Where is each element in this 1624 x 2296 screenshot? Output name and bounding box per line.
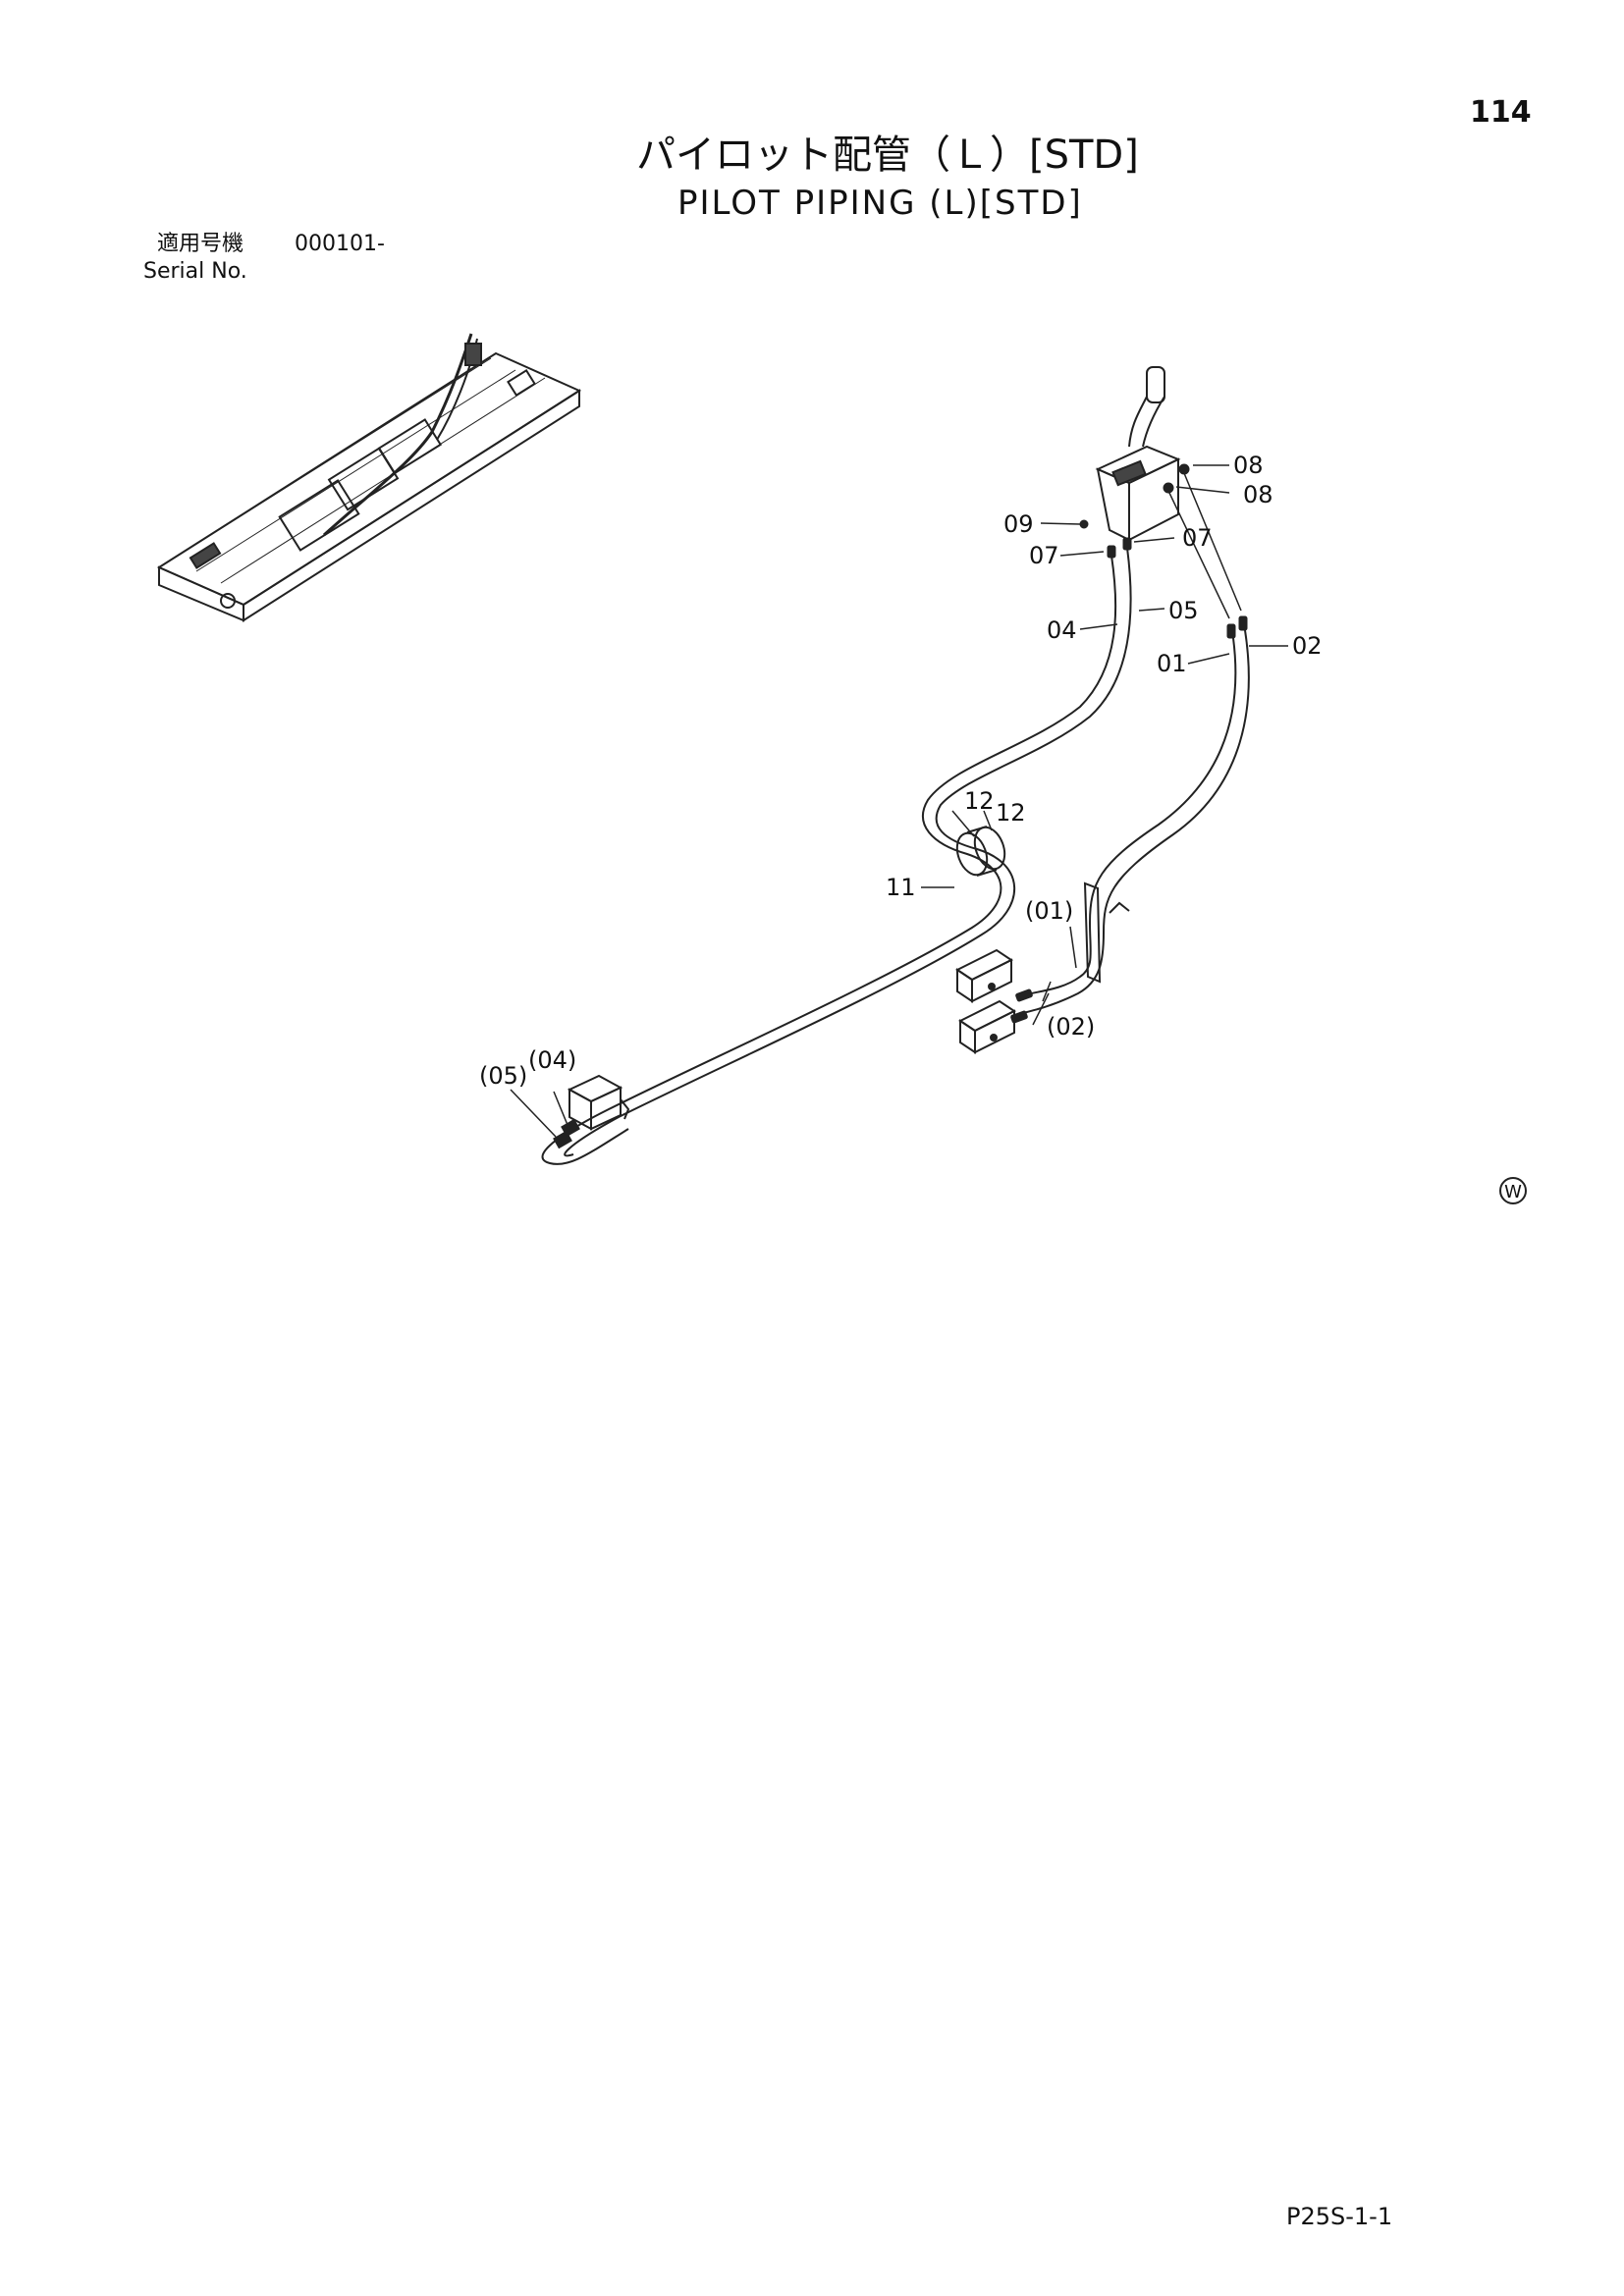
callout-02: 02 bbox=[1292, 632, 1323, 660]
serial-label-english: Serial No. bbox=[143, 259, 247, 284]
mark-letter: W bbox=[1504, 1182, 1522, 1202]
callout-11: 11 bbox=[886, 874, 916, 901]
callout-05-ref: (05) bbox=[479, 1062, 527, 1090]
callout-08-upper: 08 bbox=[1233, 452, 1264, 479]
bracket-fittings bbox=[1010, 988, 1033, 1024]
valve-fittings bbox=[1079, 463, 1248, 639]
callout-12-left: 12 bbox=[964, 787, 995, 815]
title-english: PILOT PIPING (L)[STD] bbox=[677, 184, 1083, 223]
callout-08-lower: 08 bbox=[1243, 481, 1273, 508]
pilot-hoses bbox=[541, 472, 1250, 1165]
serial-label-japanese: 適用号機 bbox=[157, 232, 244, 256]
pilot-control-lever bbox=[1095, 366, 1181, 542]
diagram-code: P25S-1-1 bbox=[1286, 2203, 1393, 2230]
callout-labels: 08 08 09 07 07 05 04 01 02 12 12 11 (01)… bbox=[479, 452, 1323, 1090]
callout-01: 01 bbox=[1157, 650, 1187, 677]
callout-01-ref: (01) bbox=[1025, 897, 1073, 925]
title-japanese: パイロット配管（Ｌ）[STD] bbox=[636, 133, 1139, 178]
circled-w-mark: W bbox=[1499, 1177, 1527, 1204]
callout-07-left: 07 bbox=[1029, 542, 1059, 569]
page-number: 114 bbox=[1470, 95, 1532, 130]
callout-07-right: 07 bbox=[1182, 524, 1213, 552]
serial-value: 000101- bbox=[295, 232, 385, 256]
hose-bracket bbox=[955, 881, 1130, 1054]
callout-12-right: 12 bbox=[996, 799, 1026, 827]
leader-lines bbox=[510, 464, 1288, 1138]
machine-frame-overview bbox=[156, 333, 582, 622]
callout-02-ref: (02) bbox=[1047, 1013, 1095, 1041]
callout-05: 05 bbox=[1168, 597, 1199, 624]
callout-04-ref: (04) bbox=[528, 1046, 576, 1074]
hose-clamp bbox=[955, 826, 1006, 877]
callout-04: 04 bbox=[1047, 616, 1077, 644]
callout-09: 09 bbox=[1003, 510, 1034, 538]
travel-valve-block bbox=[553, 1074, 630, 1149]
